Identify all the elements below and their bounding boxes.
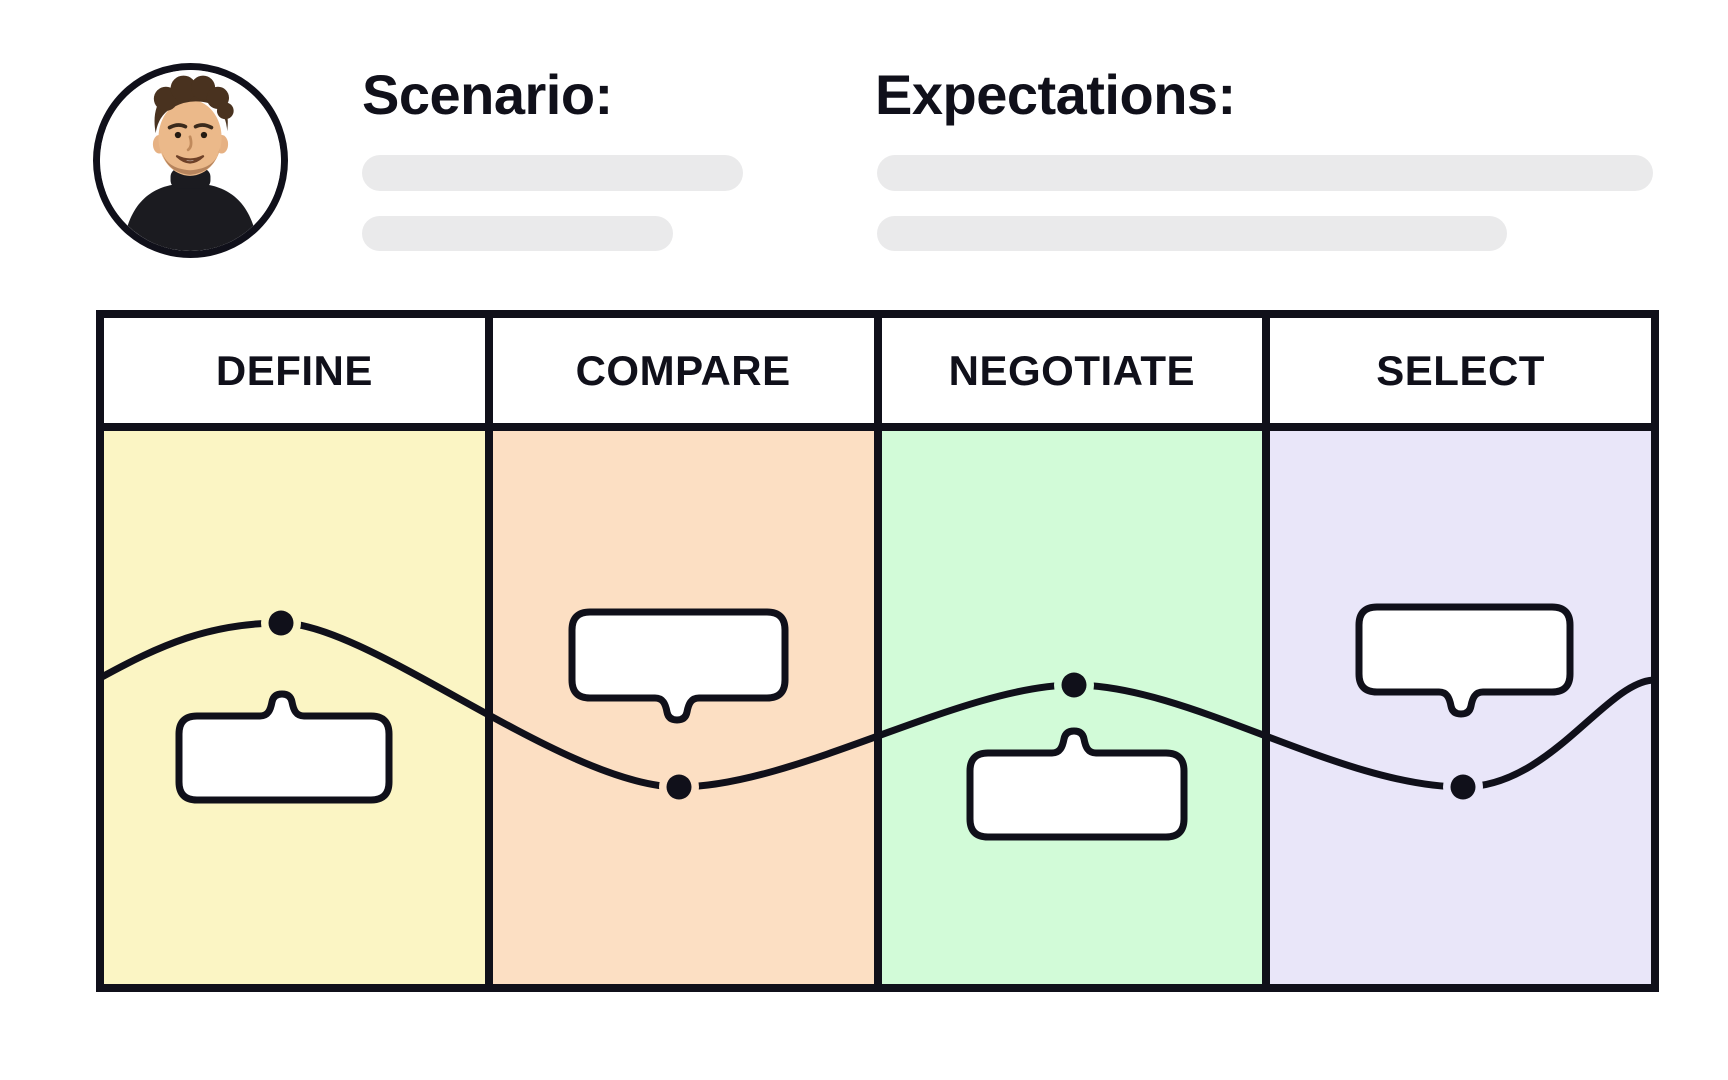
stage-header-define: DEFINE <box>104 318 485 423</box>
stage-header-select: SELECT <box>1270 318 1651 423</box>
scenario-placeholder-line-1 <box>362 155 743 191</box>
stage-lane-negotiate <box>881 431 1263 984</box>
stage-lane-compare <box>492 431 874 984</box>
stage-lane-define <box>104 431 485 984</box>
header-divider <box>104 423 1651 431</box>
expectations-label: Expectations: <box>875 63 1236 126</box>
expectations-placeholder-line-1 <box>877 155 1653 191</box>
scenario-label: Scenario: <box>362 63 613 126</box>
column-divider <box>873 318 882 423</box>
stage-header-compare: COMPARE <box>492 318 874 423</box>
column-divider <box>484 318 493 423</box>
persona-avatar <box>93 63 288 258</box>
column-divider <box>1262 431 1271 984</box>
stage-lane-select <box>1270 431 1651 984</box>
scenario-placeholder-line-2 <box>362 216 673 251</box>
column-divider <box>1262 318 1271 423</box>
stage-header-row: DEFINE COMPARE NEGOTIATE SELECT <box>104 318 1651 423</box>
stage-body-row <box>104 431 1651 984</box>
persona-photo-illustration <box>100 70 281 251</box>
stage-header-negotiate: NEGOTIATE <box>881 318 1263 423</box>
expectations-placeholder-line-2 <box>877 216 1507 251</box>
column-divider <box>484 431 493 984</box>
journey-stage-table: DEFINE COMPARE NEGOTIATE SELECT <box>96 310 1659 992</box>
column-divider <box>873 431 882 984</box>
